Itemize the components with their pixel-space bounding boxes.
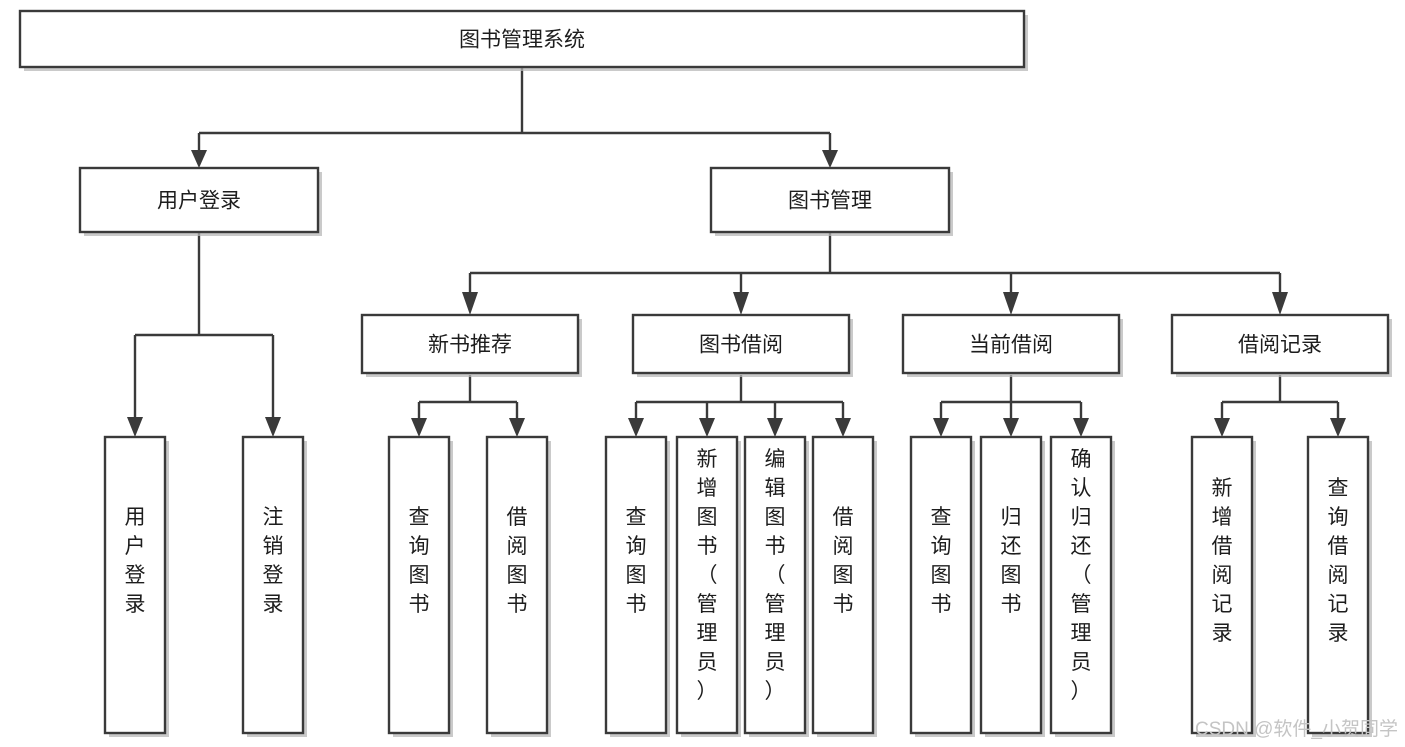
- node-leaf-add-book-admin-label: 新增图书（管理员）: [697, 448, 718, 703]
- node-leaf-query-book-3[interactable]: 查询图书: [909, 435, 975, 737]
- node-leaf-user-login-box[interactable]: [103, 435, 167, 735]
- node-leaf-query-book-3-box[interactable]: [909, 435, 973, 735]
- arrow-head-new-book-recommend: [462, 292, 478, 315]
- arrow-head-leaf-borrow-book-1: [509, 418, 525, 437]
- arrow-head-book-borrow: [733, 292, 749, 315]
- node-leaf-return-book[interactable]: 归还图书: [979, 435, 1045, 737]
- arrow-head-borrow-record: [1272, 292, 1288, 315]
- node-leaf-query-borrow-record-box[interactable]: [1306, 435, 1370, 735]
- node-leaf-return-book-label: 归还图书: [1001, 506, 1022, 616]
- arrow-head-user-login: [191, 150, 207, 168]
- node-leaf-confirm-return-admin[interactable]: 确认归还（管理员）: [1049, 435, 1115, 737]
- node-leaf-borrow-book-1-label: 借阅图书: [507, 506, 528, 616]
- node-leaf-borrow-book-1-box[interactable]: [485, 435, 549, 735]
- connector-layer: [127, 67, 1346, 437]
- node-leaf-add-borrow-record-label: 新增借阅记录: [1212, 477, 1233, 645]
- node-new-book-recommend[interactable]: 新书推荐: [360, 313, 582, 377]
- node-leaf-user-logout-label: 注销登录: [263, 506, 284, 616]
- node-current-borrow-box[interactable]: [901, 313, 1121, 375]
- node-leaf-user-login-label: 用户登录: [125, 506, 146, 616]
- node-leaf-confirm-return-admin-box[interactable]: [1049, 435, 1113, 735]
- node-leaf-add-borrow-record-box[interactable]: [1190, 435, 1254, 735]
- node-current-borrow[interactable]: 当前借阅: [901, 313, 1123, 377]
- arrow-head-leaf-edit-book-admin: [767, 418, 783, 437]
- arrow-head-leaf-user-logout: [265, 417, 281, 437]
- node-leaf-edit-book-admin-label: 编辑图书（管理员）: [765, 448, 786, 703]
- node-leaf-query-book-1-label: 查询图书: [409, 506, 430, 616]
- node-leaf-return-book-box[interactable]: [979, 435, 1043, 735]
- node-leaf-add-book-admin-box[interactable]: [675, 435, 739, 735]
- node-leaf-query-book-2-label: 查询图书: [626, 506, 647, 616]
- node-current-borrow-label: 当前借阅: [969, 334, 1053, 357]
- arrow-head-leaf-query-book-2: [628, 418, 644, 437]
- arrow-head-leaf-query-book-1: [411, 418, 427, 437]
- node-leaf-edit-book-admin[interactable]: 编辑图书（管理员）: [743, 435, 809, 737]
- node-leaf-add-borrow-record[interactable]: 新增借阅记录: [1190, 435, 1256, 737]
- node-book-manage[interactable]: 图书管理: [709, 166, 953, 236]
- node-leaf-query-borrow-record-label: 查询借阅记录: [1328, 477, 1349, 645]
- arrow-head-book-manage: [822, 150, 838, 168]
- node-leaf-query-book-3-label: 查询图书: [931, 506, 952, 616]
- node-leaf-query-book-2[interactable]: 查询图书: [604, 435, 670, 737]
- node-new-book-recommend-label: 新书推荐: [428, 334, 512, 357]
- node-leaf-borrow-book-2[interactable]: 借阅图书: [811, 435, 877, 737]
- arrow-head-leaf-query-book-3: [933, 418, 949, 437]
- node-leaf-borrow-book-2-box[interactable]: [811, 435, 875, 735]
- node-book-borrow[interactable]: 图书借阅: [631, 313, 853, 377]
- node-borrow-record-label: 借阅记录: [1238, 334, 1322, 357]
- node-leaf-borrow-book-1[interactable]: 借阅图书: [485, 435, 551, 737]
- node-book-manage-label: 图书管理: [788, 190, 872, 213]
- node-leaf-borrow-book-2-label: 借阅图书: [833, 506, 854, 616]
- arrow-head-leaf-query-borrow-record: [1330, 418, 1346, 437]
- node-user-login[interactable]: 用户登录: [78, 166, 322, 236]
- watermark-label: CSDN @软件_小贺同学: [1195, 718, 1398, 740]
- node-leaf-confirm-return-admin-label: 确认归还（管理员）: [1071, 448, 1092, 703]
- node-leaf-query-book-1-box[interactable]: [387, 435, 451, 735]
- node-user-login-box[interactable]: [78, 166, 320, 234]
- node-leaf-query-book-2-box[interactable]: [604, 435, 668, 735]
- node-book-borrow-box[interactable]: [631, 313, 851, 375]
- node-book-borrow-label: 图书借阅: [699, 334, 783, 357]
- node-leaf-edit-book-admin-box[interactable]: [743, 435, 807, 735]
- node-leaf-user-logout[interactable]: 注销登录: [241, 435, 307, 737]
- node-root[interactable]: 图书管理系统: [18, 9, 1028, 71]
- arrow-head-leaf-add-borrow-record: [1214, 418, 1230, 437]
- arrow-head-leaf-user-login: [127, 417, 143, 437]
- node-leaf-query-borrow-record[interactable]: 查询借阅记录: [1306, 435, 1372, 737]
- node-leaf-user-login[interactable]: 用户登录: [103, 435, 169, 737]
- arrow-head-leaf-return-book: [1003, 418, 1019, 437]
- node-user-login-label: 用户登录: [157, 190, 241, 213]
- node-root-box[interactable]: [18, 9, 1026, 69]
- arrow-head-leaf-add-book-admin: [699, 418, 715, 437]
- arrow-head-current-borrow: [1003, 292, 1019, 315]
- node-book-manage-box[interactable]: [709, 166, 951, 234]
- arrow-head-leaf-confirm-return-admin: [1073, 418, 1089, 437]
- arrow-head-leaf-borrow-book-2: [835, 418, 851, 437]
- node-leaf-user-logout-box[interactable]: [241, 435, 305, 735]
- node-borrow-record[interactable]: 借阅记录: [1170, 313, 1392, 377]
- node-new-book-recommend-box[interactable]: [360, 313, 580, 375]
- leaf-layer: 用户登录 注销登录 查询图书 借阅图书 查询图书: [103, 435, 1372, 737]
- node-borrow-record-box[interactable]: [1170, 313, 1390, 375]
- node-leaf-add-book-admin[interactable]: 新增图书（管理员）: [675, 435, 741, 737]
- node-root-label: 图书管理系统: [459, 29, 585, 52]
- node-leaf-query-book-1[interactable]: 查询图书: [387, 435, 453, 737]
